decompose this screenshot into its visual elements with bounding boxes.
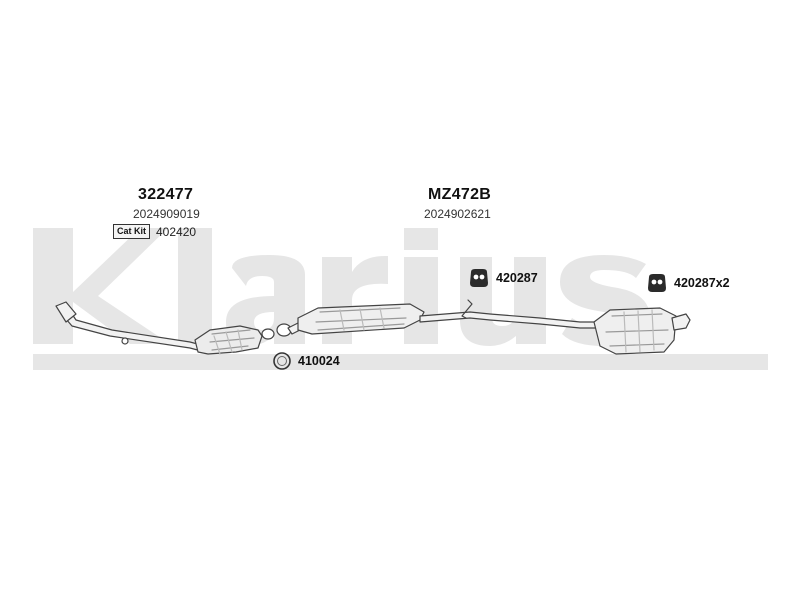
middle-silencer (297, 303, 425, 335)
clamp-ring (261, 328, 275, 340)
oem-number-2024909019: 2024909019 (133, 207, 200, 221)
tailpipe (671, 313, 691, 331)
ring-gasket-icon (273, 352, 291, 370)
legend-label: 410024 (298, 354, 340, 368)
oem-number-2024902621: 2024902621 (424, 207, 491, 221)
legend-gasket-410024: 410024 (272, 351, 340, 371)
part-number-322477: 322477 (138, 186, 194, 203)
legend-label: 420287x2 (674, 276, 730, 290)
cat-kit-number: 402420 (156, 224, 197, 239)
legend-hanger-420287x2: 420287x2 (646, 273, 730, 293)
front-flange (55, 301, 77, 323)
intermediate-pipe (419, 311, 601, 329)
cat-kit-row: Cat Kit 402420 (113, 224, 196, 239)
legend-label: 420287 (496, 271, 538, 285)
legend-hanger-420287: 420287 (468, 268, 538, 288)
part-number-mz472b: MZ472B (428, 186, 492, 203)
rubber-hanger-icon (470, 269, 488, 287)
front-downpipe (59, 307, 206, 353)
cat-kit-badge: Cat Kit (113, 224, 150, 239)
rubber-hanger-icon (648, 274, 666, 292)
